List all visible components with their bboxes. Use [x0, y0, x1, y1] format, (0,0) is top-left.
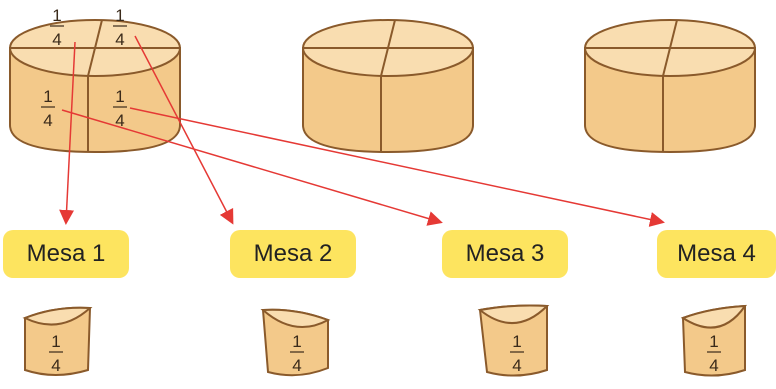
cheese-piece-1: 1 4 — [22, 306, 93, 376]
mesa-1-label: Mesa 1 — [3, 230, 129, 278]
arrow-to-mesa-3 — [61, 109, 443, 226]
mesa-4-label: Mesa 4 — [657, 230, 776, 278]
cheese-piece-2: 1 4 — [260, 308, 331, 377]
fraction-numerator: 1 — [115, 87, 124, 106]
cheese-wheel-2 — [302, 19, 474, 154]
fraction-denominator: 4 — [512, 356, 521, 375]
mesa-2-label: Mesa 2 — [230, 230, 356, 278]
fraction-top-left: 1 4 — [50, 6, 64, 49]
fraction-numerator: 1 — [292, 332, 301, 351]
fraction-side-right: 1 4 — [113, 87, 127, 130]
fraction-denominator: 4 — [51, 356, 60, 375]
fraction-top-right: 1 4 — [113, 6, 127, 49]
cheese-piece-4: 1 4 — [680, 304, 747, 377]
cheese-wheel-3 — [584, 19, 756, 154]
arrow-to-mesa-1 — [59, 41, 76, 225]
fraction-denominator: 4 — [709, 356, 718, 375]
arrow-to-mesa-4 — [129, 107, 665, 227]
fraction-side-left: 1 4 — [41, 87, 55, 130]
fraction-numerator: 1 — [512, 332, 521, 351]
fraction-numerator: 1 — [52, 6, 61, 25]
cheese-wheel-1 — [9, 19, 181, 154]
mesa-3-label: Mesa 3 — [442, 230, 568, 278]
fraction-numerator: 1 — [43, 87, 52, 106]
fraction-denominator: 4 — [115, 111, 124, 130]
fraction-denominator: 4 — [52, 30, 61, 49]
arrow-to-mesa-2 — [134, 35, 234, 225]
cheese-piece-3: 1 4 — [477, 304, 550, 377]
fraction-numerator: 1 — [709, 332, 718, 351]
fraction-denominator: 4 — [115, 30, 124, 49]
fraction-denominator: 4 — [43, 111, 52, 130]
fraction-denominator: 4 — [292, 356, 301, 375]
fraction-numerator: 1 — [51, 332, 60, 351]
fraction-numerator: 1 — [115, 6, 124, 25]
